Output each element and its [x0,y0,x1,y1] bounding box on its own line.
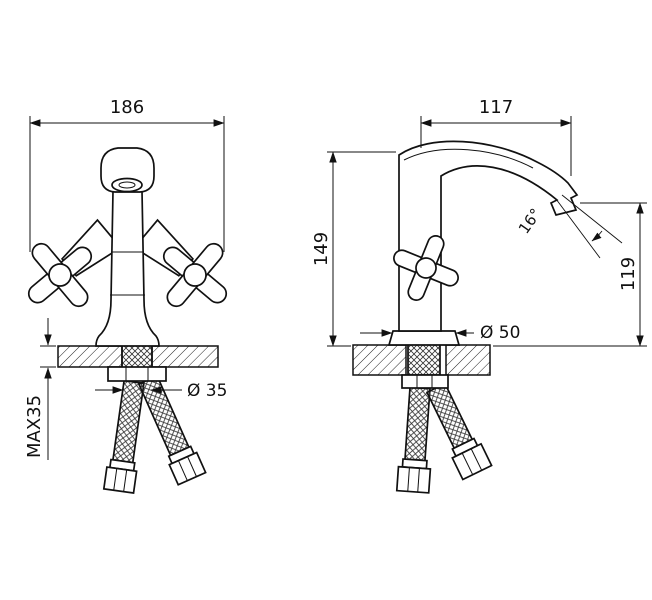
side-view [352,140,579,494]
dimension-depth: 117 [420,97,572,176]
right-handle-cross [133,218,228,308]
hose-nut [451,442,493,481]
left-handle-cross [27,218,122,308]
dimension-hole-diameter: Ø 35 [95,381,227,401]
countertop-front-left [57,345,123,368]
dimension-max-thickness-label: MAX35 [24,395,45,458]
countertop-side-right [445,344,491,376]
dimension-width-label: 186 [110,97,144,118]
front-hose-left [102,379,145,494]
hose-nut [168,451,207,486]
base-flange-side [387,330,461,346]
hose-nut [102,466,138,494]
dimension-depth-label: 117 [479,97,513,118]
side-handle-cross [393,235,459,301]
front-view [27,147,228,494]
faucet-body-side [398,140,579,332]
countertop-front-right [151,345,219,368]
dimension-height: 149 [311,151,396,347]
countertop-side-left [352,344,407,376]
side-hose-right [425,382,493,481]
side-hose-left [395,386,432,494]
spout-curve-detail [403,148,534,169]
dimension-width: 186 [29,97,225,252]
dimension-base-diameter: Ø 50 [360,323,520,343]
dimension-hole-diameter-label: Ø 35 [187,381,227,401]
front-mounting-nut [107,366,167,382]
side-threaded-shank [407,341,441,376]
dimension-base-diameter-label: Ø 50 [480,323,520,343]
hose-nut [395,465,432,494]
spout-outlet-front [111,177,143,193]
dimension-height-label: 149 [311,232,332,266]
dimension-spout-height: 119 [493,202,647,347]
dimension-max-thickness: MAX35 [24,318,56,460]
front-hose-right [137,374,207,486]
faucet-body-front [95,190,160,347]
dimension-spout-angle-label: 16° [515,205,545,237]
dimension-spout-height-label: 119 [618,257,639,291]
front-view-dimensions: 186 MAX35 Ø 35 [24,97,227,460]
side-mounting-nut [401,374,449,389]
side-view-dimensions: 117 149 119 16° Ø 50 [311,97,647,347]
